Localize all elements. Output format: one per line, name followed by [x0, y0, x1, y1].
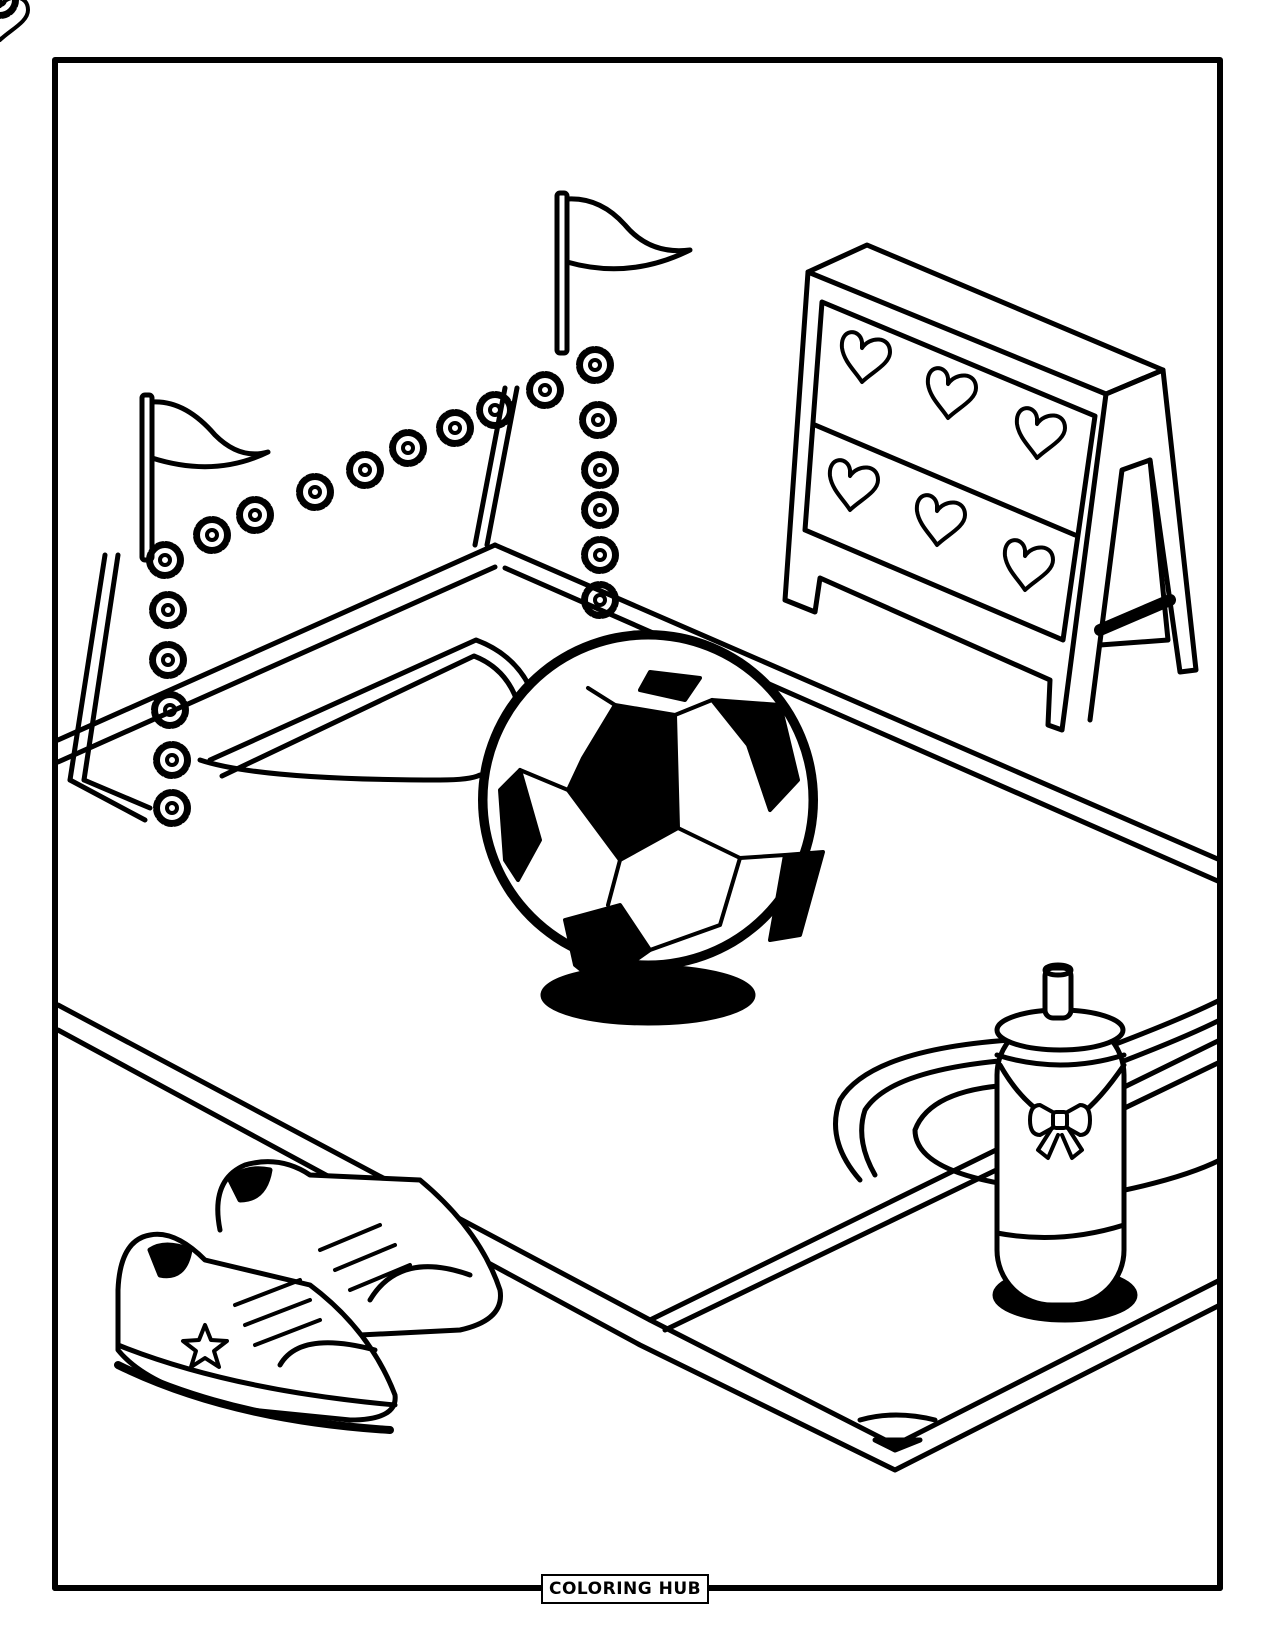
sneakers: [114, 1159, 503, 1434]
brand-logo: COLORING HUB: [541, 1574, 710, 1604]
brand-label: COLORING HUB: [549, 1579, 702, 1599]
scoreboard: [0, 0, 1199, 733]
star-icon: [181, 1323, 229, 1369]
bow-icon: [1028, 1103, 1092, 1160]
water-bottle: [992, 962, 1138, 1323]
soccer-ball: [478, 630, 825, 1026]
heart-icons: [0, 0, 1067, 592]
soccer-goal: [67, 190, 693, 823]
